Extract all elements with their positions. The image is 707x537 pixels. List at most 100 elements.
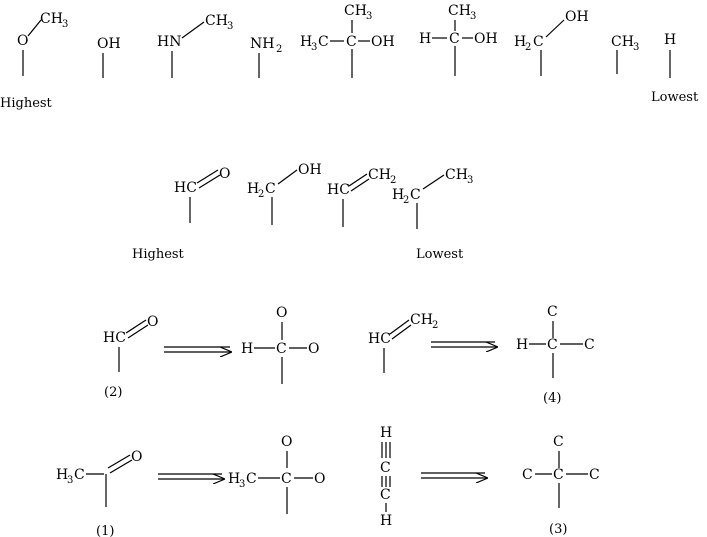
atom-h: H bbox=[392, 187, 404, 203]
atom-nh: NH bbox=[250, 36, 274, 52]
bond bbox=[107, 454, 131, 469]
atom-hc: HC bbox=[174, 180, 197, 196]
atom-c: C bbox=[522, 467, 533, 483]
label-highest: Highest bbox=[132, 247, 185, 262]
atom-ch: CH bbox=[368, 167, 391, 183]
atom-c-center: C bbox=[276, 341, 287, 357]
atom-h: H bbox=[241, 341, 253, 357]
bond bbox=[27, 19, 42, 37]
subscript: 2 bbox=[390, 175, 396, 186]
bond bbox=[545, 19, 565, 38]
conversion-vinyl: HC CH 2 C H C C (4) bbox=[368, 304, 595, 406]
atom-hc: HC bbox=[327, 182, 350, 198]
atom-c-center: C bbox=[281, 471, 292, 487]
row1-substituent-ranking: O CH 3 Highest OH HN CH 3 NH 2 CH bbox=[0, 3, 699, 111]
atom-c: C bbox=[410, 187, 421, 203]
atom-ch: CH bbox=[40, 11, 63, 27]
atom-c: C bbox=[547, 304, 558, 320]
label-lowest: Lowest bbox=[651, 90, 699, 105]
conversion-ketone: H 3 C O (1) O H 3 C C O bbox=[56, 434, 325, 537]
atom-oh: OH bbox=[565, 9, 589, 25]
subscript: 3 bbox=[311, 42, 317, 53]
atom-c: C bbox=[553, 434, 564, 450]
atom-c: C bbox=[318, 34, 329, 50]
atom-o: O bbox=[276, 305, 287, 321]
atom-c-center: C bbox=[547, 337, 558, 353]
atom-c-center: C bbox=[449, 31, 460, 47]
conversion-aldehyde: HC O (2) O H C O bbox=[103, 305, 319, 400]
label-highest: Highest bbox=[0, 96, 53, 111]
row2-substituent-ranking: HC O Highest H 2 C OH HC CH 2 H bbox=[132, 162, 473, 262]
bond bbox=[422, 174, 445, 190]
atom-h: H bbox=[516, 337, 528, 353]
substituent-methylcarbinol: CH 3 H C OH bbox=[419, 3, 498, 76]
atom-h: H bbox=[514, 34, 526, 50]
atom-o: O bbox=[308, 341, 319, 357]
atom-h: H bbox=[56, 467, 68, 483]
compound-number: (4) bbox=[543, 391, 561, 406]
substituent-formyl: HC O bbox=[174, 166, 230, 223]
atom-o: O bbox=[314, 471, 325, 487]
subscript: 3 bbox=[467, 175, 473, 186]
substituent-vinyl: HC CH 2 bbox=[327, 167, 396, 227]
bond bbox=[109, 459, 133, 474]
atom-o: O bbox=[17, 33, 28, 49]
subscript: 2 bbox=[403, 195, 409, 206]
atom-h: H bbox=[664, 32, 676, 48]
atom-c: C bbox=[380, 487, 391, 503]
bond bbox=[127, 324, 149, 339]
atom-c: C bbox=[380, 460, 391, 476]
substituent-methylamino: HN CH 3 bbox=[157, 13, 233, 78]
substituent-hydrogen: H bbox=[664, 32, 676, 78]
subscript: 3 bbox=[67, 475, 73, 486]
subscript: 2 bbox=[258, 189, 264, 200]
atom-o: O bbox=[147, 314, 158, 330]
atom-o: O bbox=[219, 166, 230, 182]
compound-number: (3) bbox=[549, 522, 567, 537]
subscript: 2 bbox=[432, 320, 438, 331]
atom-oh: OH bbox=[97, 36, 121, 52]
subscript: 2 bbox=[276, 44, 282, 55]
atom-oh: OH bbox=[298, 162, 322, 178]
atom-c: C bbox=[589, 467, 600, 483]
bond bbox=[389, 319, 410, 335]
bond bbox=[391, 324, 412, 340]
atom-h: H bbox=[228, 471, 240, 487]
atom-o: O bbox=[131, 449, 142, 465]
atom-h: H bbox=[380, 513, 392, 529]
atom-ch: CH bbox=[448, 3, 471, 19]
atom-c-center: C bbox=[553, 467, 564, 483]
atom-c: C bbox=[584, 337, 595, 353]
substituent-methyl: CH 3 bbox=[611, 34, 639, 74]
substituent-hydroxymethyl: H 2 C OH bbox=[247, 162, 322, 225]
bond bbox=[196, 169, 219, 184]
atom-o: O bbox=[281, 434, 292, 450]
atom-c: C bbox=[533, 34, 544, 50]
atom-oh: OH bbox=[474, 31, 498, 47]
atom-ch: CH bbox=[344, 3, 367, 19]
atom-hn: HN bbox=[157, 34, 181, 50]
bond bbox=[181, 21, 205, 39]
conversion-alkyne: H C C H C C C C (3) bbox=[380, 425, 600, 537]
substituent-hydroxymethyl: OH H 2 C bbox=[514, 9, 589, 76]
subscript: 3 bbox=[470, 11, 476, 22]
subscript: 3 bbox=[366, 11, 372, 22]
subscript: 3 bbox=[239, 479, 245, 490]
compound-number: (1) bbox=[96, 524, 114, 537]
atom-ch: CH bbox=[410, 312, 433, 328]
substituent-amino: NH 2 bbox=[250, 36, 282, 78]
atom-hc: HC bbox=[103, 330, 126, 346]
atom-hc: HC bbox=[368, 331, 391, 347]
subscript: 2 bbox=[525, 42, 531, 53]
substituent-hydroxyl: OH bbox=[97, 36, 121, 78]
atom-h: H bbox=[380, 425, 392, 441]
substituent-methoxy: O CH 3 bbox=[17, 11, 68, 76]
subscript: 3 bbox=[633, 42, 639, 53]
atom-ch: CH bbox=[205, 13, 228, 29]
subscript: 3 bbox=[227, 21, 233, 32]
atom-oh: OH bbox=[371, 34, 395, 50]
bond bbox=[277, 169, 298, 185]
substituent-dimethylcarbinol: CH 3 H 3 C C OH bbox=[300, 3, 395, 78]
atom-c: C bbox=[246, 471, 257, 487]
atom-ch: CH bbox=[611, 34, 634, 50]
